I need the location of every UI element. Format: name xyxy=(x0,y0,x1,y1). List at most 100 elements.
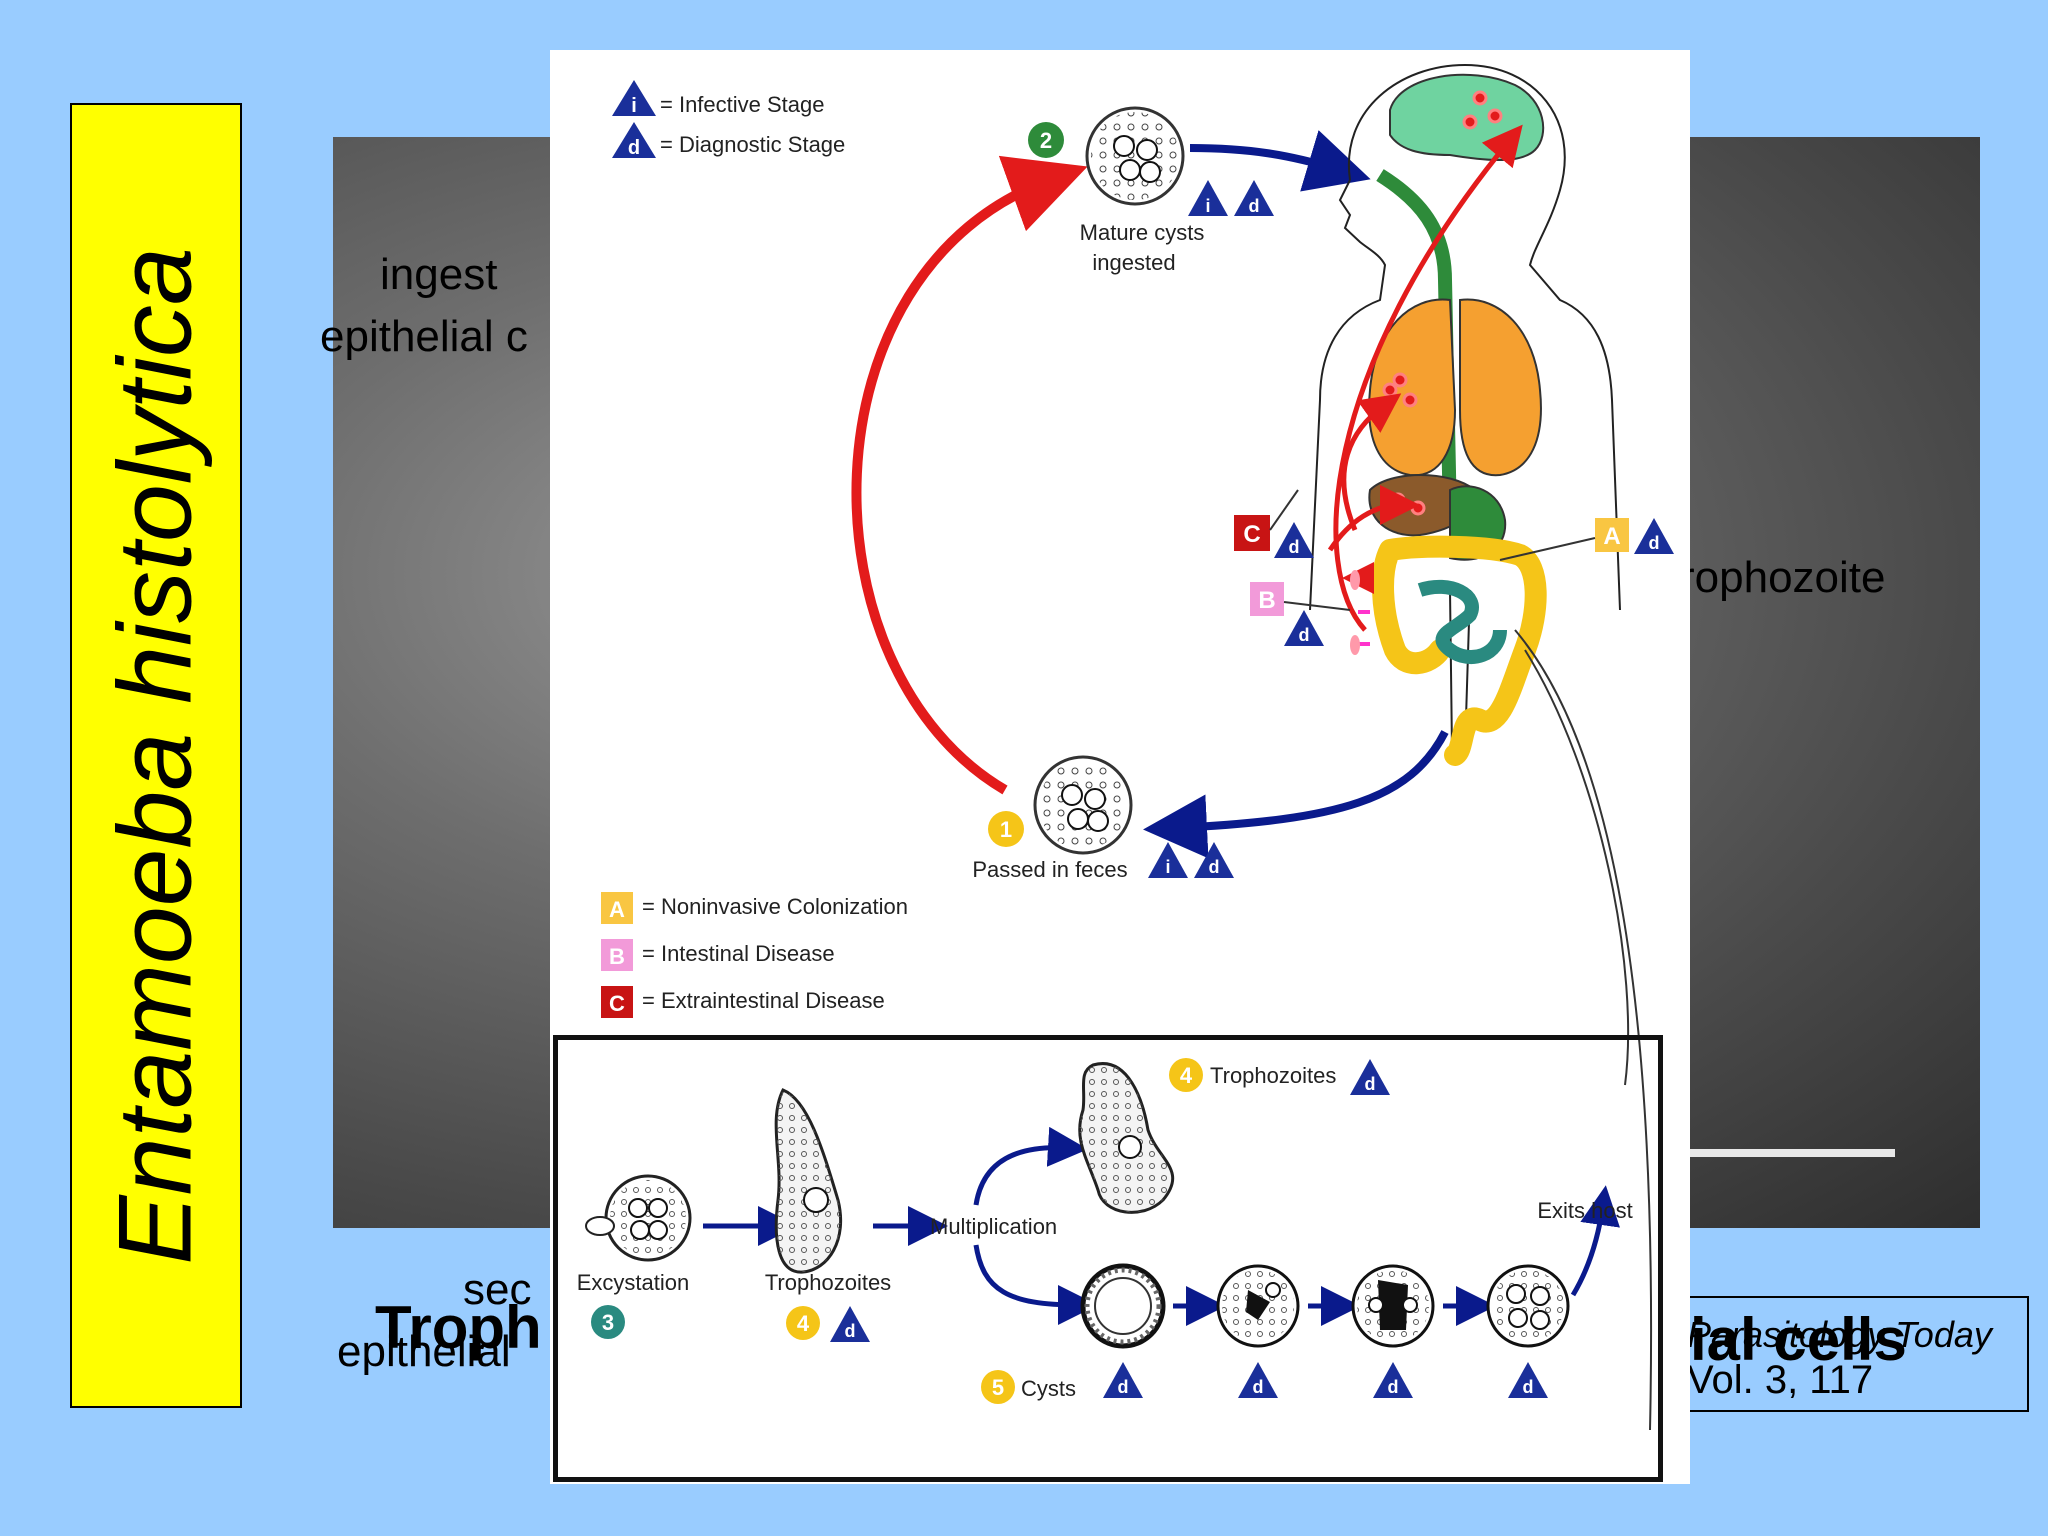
step-5-number: 5 xyxy=(992,1375,1004,1400)
esophagus xyxy=(1376,169,1457,521)
diagnostic-symbol: d xyxy=(628,137,640,159)
legend-b-box xyxy=(601,939,633,971)
svg-text:d: d xyxy=(1523,1377,1534,1397)
legend-c-box xyxy=(601,986,633,1018)
svg-text:A: A xyxy=(609,897,625,922)
cysts-label: Cysts xyxy=(1021,1376,1076,1401)
svg-text:d: d xyxy=(1249,196,1260,216)
branch-up-arrow xyxy=(973,1126,1088,1206)
step-1-number: 1 xyxy=(1000,817,1012,842)
svg-text:B: B xyxy=(609,944,625,969)
cyst-3-diagnostic-icon xyxy=(1373,1362,1413,1398)
step-2-badge xyxy=(1028,122,1064,158)
mature-cysts-label: Mature cysts xyxy=(1080,220,1205,245)
inset-diagram: Excystation 3 Trophozoites 4 d Multiplic… xyxy=(577,1058,1633,1404)
svg-text:d: d xyxy=(1253,1377,1264,1397)
photo-label-ingest: ingest xyxy=(380,250,498,299)
trophozoites-diagnostic-icon xyxy=(830,1306,870,1342)
exits-host-label: Exits host xyxy=(1537,1198,1632,1223)
step-5-badge xyxy=(981,1370,1015,1404)
svg-text:i: i xyxy=(1205,196,1210,216)
ingested-label: ingested xyxy=(1092,250,1175,275)
life-cycle-panel: i = Infective Stage d = Diagnostic Stage… xyxy=(550,50,1690,1484)
multiplication-label: Multiplication xyxy=(930,1214,1057,1239)
svg-text:A: A xyxy=(1603,523,1620,550)
box-c-diagnostic-icon xyxy=(1274,522,1314,558)
photo-label-trophozoite: rophozoite xyxy=(1680,553,1886,602)
right-lung xyxy=(1459,298,1542,477)
box-c-marker xyxy=(1234,515,1270,551)
svg-text:B: B xyxy=(1258,587,1275,614)
caption-ial-cells: ial cells xyxy=(1690,1306,1907,1373)
caption-epithelial: epithelial xyxy=(337,1327,511,1376)
exit-arrow xyxy=(1570,1185,1620,1297)
svg-text:d: d xyxy=(1289,537,1300,557)
title-box: Entamoeba histolytica xyxy=(70,103,242,1408)
infective-symbol: i xyxy=(631,95,637,117)
life-cycle-diagram: i = Infective Stage d = Diagnostic Stage… xyxy=(601,63,1674,1431)
left-lung xyxy=(1368,298,1457,477)
svg-text:d: d xyxy=(1649,533,1660,553)
top-trophozoites-label: Trophozoites xyxy=(1210,1063,1336,1088)
step-4-number: 4 xyxy=(797,1311,810,1336)
branch-down-arrow xyxy=(973,1244,1098,1325)
intestinal-stages-inset: Excystation 3 Trophozoites 4 d Multiplic… xyxy=(553,1035,1663,1482)
top-trophozoites-diagnostic-icon xyxy=(1350,1059,1390,1095)
feces-diagnostic-icon xyxy=(1194,842,1234,878)
caption-sec: sec xyxy=(463,1265,532,1314)
spread-to-liver-arrow xyxy=(1327,485,1420,552)
step-1-badge xyxy=(988,811,1024,847)
box-b-marker xyxy=(1250,582,1284,616)
human-outline xyxy=(1309,63,1621,611)
cyst-4-diagnostic-icon xyxy=(1508,1362,1548,1398)
legend-a-label: = Noninvasive Colonization xyxy=(642,894,908,919)
caption-troph: Troph xyxy=(375,1294,542,1361)
svg-text:i: i xyxy=(1165,857,1170,877)
legend-diagnostic-label: = Diagnostic Stage xyxy=(660,132,845,157)
small-intestine xyxy=(1417,579,1507,665)
citation-journal: Parasitology Today xyxy=(1687,1314,1992,1355)
legend-b-label: = Intestinal Disease xyxy=(642,941,835,966)
svg-text:d: d xyxy=(1299,625,1310,645)
spread-to-brain-arrow xyxy=(1333,124,1523,632)
mature-infective-icon xyxy=(1188,180,1228,216)
svg-text:d: d xyxy=(1209,857,1220,877)
ingestion-arrow xyxy=(1189,130,1371,192)
legend-infective: i = Infective Stage xyxy=(612,80,825,117)
box-a-marker xyxy=(1595,518,1629,552)
mature-diagnostic-icon xyxy=(1234,180,1274,216)
legend-a-box xyxy=(601,892,633,924)
diagnostic-triangle-icon xyxy=(612,122,656,158)
cyst-2-diagnostic-icon xyxy=(1238,1362,1278,1398)
svg-text:4: 4 xyxy=(1180,1063,1193,1088)
photo-label-epithelial-cells: epithelial c xyxy=(320,312,528,361)
box-a-diagnostic-icon xyxy=(1634,518,1674,554)
svg-text:d: d xyxy=(845,1321,856,1341)
trophozoites-label: Trophozoites xyxy=(765,1270,891,1295)
step-2-number: 2 xyxy=(1040,128,1052,153)
legend-diagnostic: d = Diagnostic Stage xyxy=(612,122,845,159)
step-4-badge xyxy=(786,1306,820,1340)
svg-text:d: d xyxy=(1365,1074,1376,1094)
step-3-badge xyxy=(591,1305,625,1339)
citation-volume: Vol. 3, 117 xyxy=(1687,1358,1874,1402)
svg-text:d: d xyxy=(1118,1377,1129,1397)
step-3-number: 3 xyxy=(602,1310,614,1335)
excretion-arrow xyxy=(1143,730,1449,859)
cyst-1-diagnostic-icon xyxy=(1103,1362,1143,1398)
top-step-4-badge xyxy=(1169,1058,1203,1092)
box-b-diagnostic-icon xyxy=(1284,610,1324,646)
scale-bar xyxy=(1690,1149,1895,1157)
legend-c-label: = Extraintestinal Disease xyxy=(642,988,885,1013)
legend-infective-label: = Infective Stage xyxy=(660,92,825,117)
slide-title: Entamoeba histolytica xyxy=(97,246,214,1265)
spread-to-lungs-arrow xyxy=(1341,393,1402,531)
citation-box: Parasitology Today Vol. 3, 117 xyxy=(1665,1296,2029,1412)
infective-triangle-icon xyxy=(612,80,656,116)
passed-in-feces-label: Passed in feces xyxy=(972,857,1127,882)
excystation-label: Excystation xyxy=(577,1270,690,1295)
feces-infective-icon xyxy=(1148,842,1188,878)
red-cycle-arrow xyxy=(851,155,1088,795)
svg-text:d: d xyxy=(1388,1377,1399,1397)
svg-text:C: C xyxy=(609,991,625,1016)
